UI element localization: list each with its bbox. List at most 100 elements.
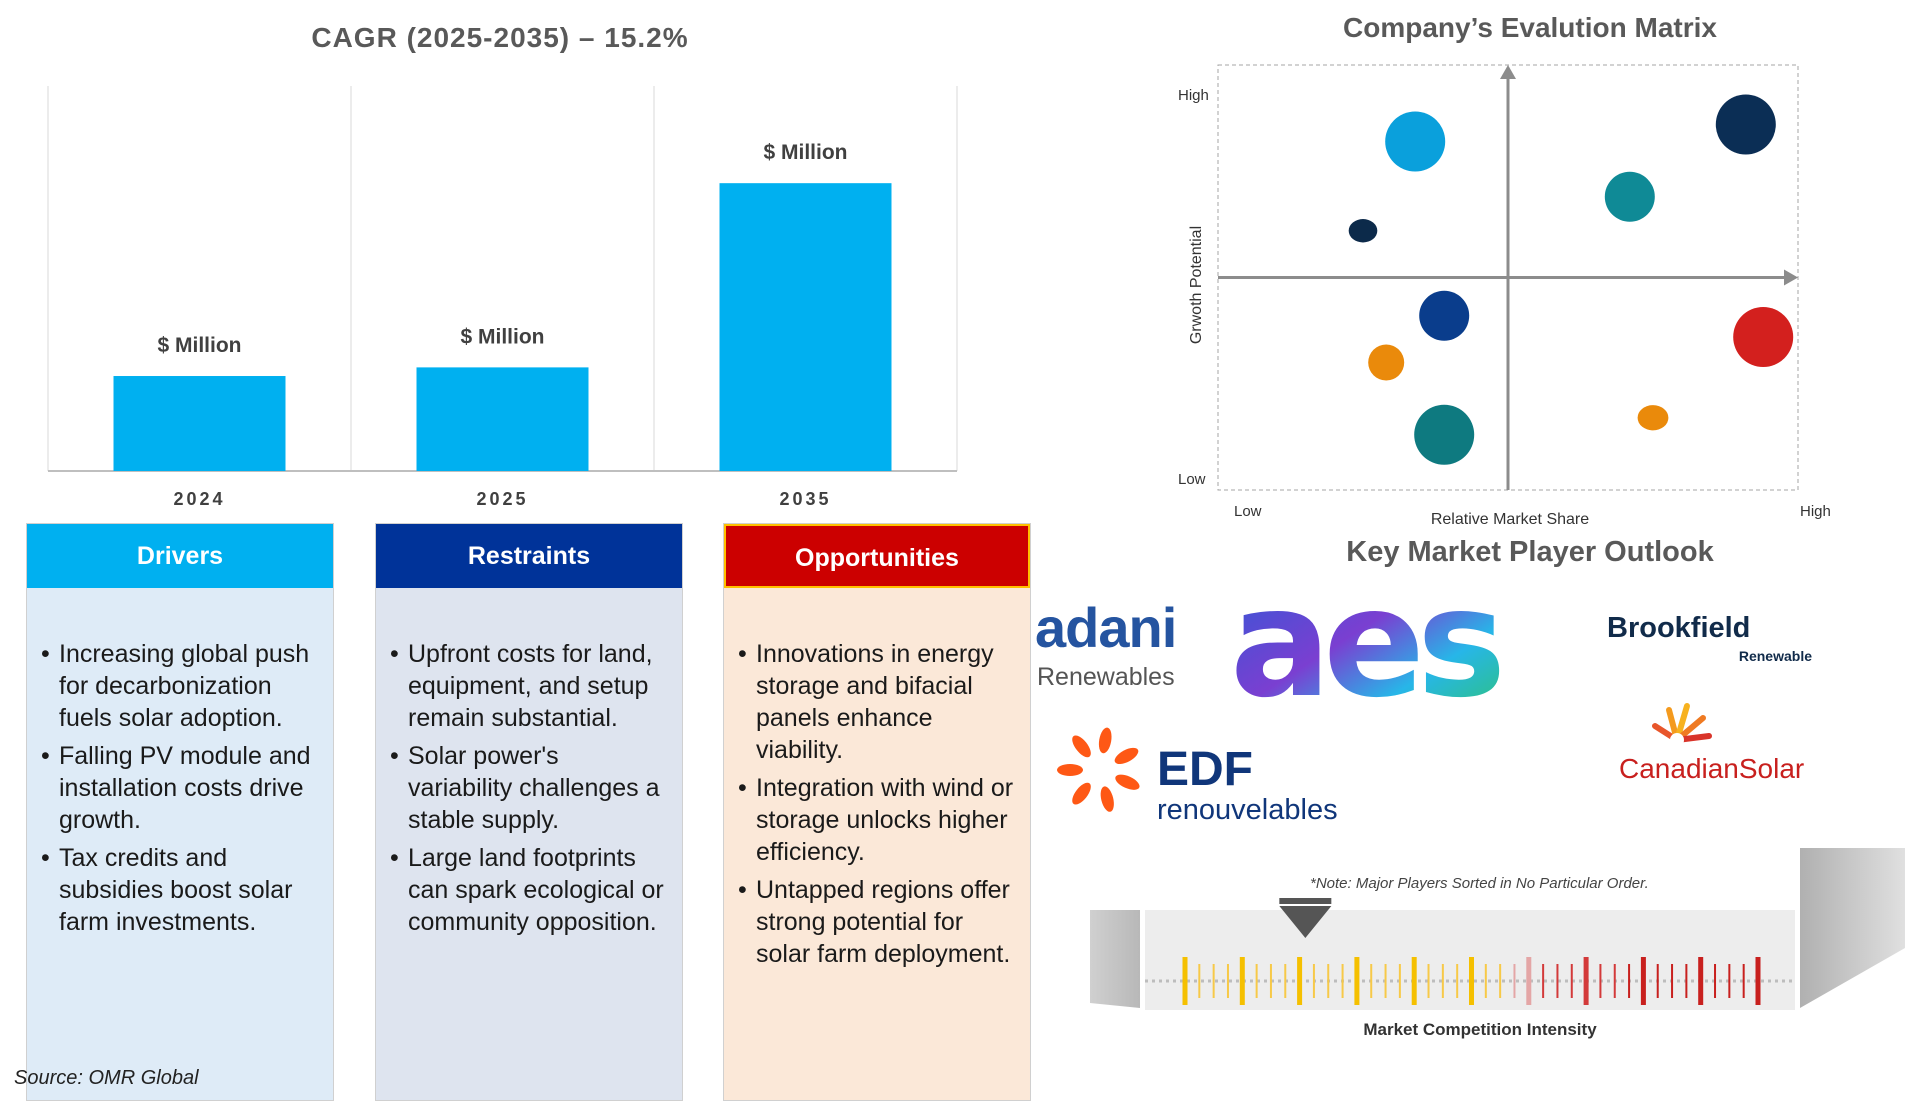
brookfield-logo-name: Brookfield bbox=[1607, 612, 1750, 644]
gauge-tick bbox=[1297, 957, 1303, 1005]
gauge-tick bbox=[1628, 964, 1631, 998]
brookfield-logo-sub: Renewable bbox=[1739, 648, 1812, 664]
opportunities-item: Innovations in energy storage and bifaci… bbox=[738, 638, 1016, 766]
gauge-tick bbox=[1698, 957, 1704, 1005]
drivers-card: Drivers Increasing global push for decar… bbox=[26, 523, 334, 1101]
company-bubble bbox=[1414, 404, 1475, 465]
restraints-item: Solar power's variability challenges a s… bbox=[390, 740, 668, 836]
restraints-item: Upfront costs for land, equipment, and s… bbox=[390, 638, 668, 734]
brookfield-logo: Brookfield Renewable bbox=[1607, 612, 1812, 664]
gauge-pointer-bar bbox=[1279, 898, 1332, 904]
gauge-tick bbox=[1583, 957, 1589, 1005]
edf-flower-icon bbox=[1057, 727, 1140, 812]
opportunities-title: Opportunities bbox=[724, 524, 1030, 588]
company-bubble bbox=[1368, 344, 1405, 381]
intensity-label: Market Competition Intensity bbox=[1363, 1020, 1597, 1039]
aes-logo: aes bbox=[1230, 575, 1508, 731]
gauge-tick bbox=[1599, 964, 1602, 998]
restraints-title: Restraints bbox=[376, 524, 682, 588]
bar-data-label: $ Million bbox=[158, 334, 242, 357]
gauge-tick bbox=[1526, 957, 1532, 1005]
gauge-tick bbox=[1542, 964, 1545, 998]
edf-logo-name: EDF bbox=[1157, 743, 1253, 796]
adani-logo-name: adani bbox=[1035, 596, 1176, 659]
gauge-tick bbox=[1656, 964, 1659, 998]
bar-data-label: $ Million bbox=[461, 325, 545, 348]
gauge-tick bbox=[1182, 957, 1188, 1005]
gauge-tick bbox=[1255, 964, 1258, 998]
company-bubble bbox=[1604, 171, 1655, 222]
gauge-tick bbox=[1742, 964, 1745, 998]
gauge-tick bbox=[1484, 964, 1487, 998]
gauge-tick bbox=[1226, 964, 1229, 998]
x-tick-label: 2024 bbox=[173, 489, 225, 509]
x-axis-arrow-icon bbox=[1784, 269, 1798, 286]
adani-logo: adani Renewables bbox=[1035, 596, 1177, 691]
gauge-right-cap bbox=[1800, 848, 1905, 1008]
gauge-tick bbox=[1456, 964, 1459, 998]
matrix-title: Company’s Evalution Matrix bbox=[1343, 12, 1717, 43]
gauge-ticks bbox=[1182, 957, 1761, 1005]
edf-logo: EDF renouvelables bbox=[1057, 727, 1338, 826]
x-tick-label: 2035 bbox=[779, 489, 831, 509]
edf-logo-sub: renouvelables bbox=[1157, 794, 1338, 826]
y-axis-label: Grwoth Potential bbox=[1188, 226, 1205, 344]
gauge-tick bbox=[1499, 964, 1502, 998]
y-axis-arrow-icon bbox=[1500, 65, 1516, 79]
gauge-tick bbox=[1755, 957, 1761, 1005]
gauge-tick bbox=[1728, 964, 1731, 998]
gauge-tick bbox=[1427, 964, 1430, 998]
bar-2035 bbox=[719, 183, 892, 471]
gauge-tick bbox=[1198, 964, 1201, 998]
company-bubble bbox=[1419, 290, 1470, 341]
gauge-pointer-icon bbox=[1279, 898, 1332, 938]
company-bubble bbox=[1637, 405, 1669, 431]
drivers-title: Drivers bbox=[27, 524, 333, 588]
gauge-tick bbox=[1284, 964, 1287, 998]
restraints-list: Upfront costs for land, equipment, and s… bbox=[376, 588, 682, 938]
restraints-card: Restraints Upfront costs for land, equip… bbox=[375, 523, 683, 1101]
gauge-tick bbox=[1685, 964, 1688, 998]
x-low-label: Low bbox=[1234, 503, 1262, 520]
x-tick-label: 2025 bbox=[476, 489, 528, 509]
gauge-tick bbox=[1312, 964, 1315, 998]
gauge-left-cap bbox=[1090, 910, 1140, 1008]
restraints-item: Large land footprints can spark ecologic… bbox=[390, 842, 668, 938]
gauge-tick bbox=[1354, 957, 1360, 1005]
opportunities-item: Untapped regions offer strong potential … bbox=[738, 874, 1016, 970]
opportunities-item: Integration with wind or storage unlocks… bbox=[738, 772, 1016, 868]
source-note: Source: OMR Global bbox=[14, 1067, 199, 1089]
canadian-solar-logo-name: CanadianSolar bbox=[1619, 753, 1804, 784]
x-axis-label: Relative Market Share bbox=[1431, 511, 1589, 528]
opportunities-list: Innovations in energy storage and bifaci… bbox=[724, 588, 1030, 970]
sun-icon bbox=[1652, 703, 1712, 747]
matrix-plot-area bbox=[1217, 64, 1799, 491]
drivers-item: Falling PV module and installation costs… bbox=[41, 740, 319, 836]
gauge-tick bbox=[1570, 964, 1573, 998]
aes-logo-name: aes bbox=[1230, 575, 1500, 731]
player-logos: adani Renewables aes Brookfield Renewabl… bbox=[1035, 575, 1812, 826]
bar-chart-title: CAGR (2025-2035) – 15.2% bbox=[311, 22, 689, 53]
evaluation-matrix: High Low Grwoth Potential Low Relative M… bbox=[1178, 64, 1831, 528]
gauge-tick bbox=[1269, 964, 1272, 998]
company-bubble bbox=[1733, 307, 1794, 367]
gauge-tick bbox=[1411, 957, 1417, 1005]
gauge-pointer-head bbox=[1279, 906, 1332, 938]
bar-2024 bbox=[113, 376, 286, 471]
drivers-item: Increasing global push for decarbonizati… bbox=[41, 638, 319, 734]
gauge-tick bbox=[1469, 957, 1474, 1005]
y-low-label: Low bbox=[1178, 471, 1206, 488]
gauge-tick bbox=[1714, 964, 1717, 998]
gauge-tick bbox=[1398, 964, 1401, 998]
gauge-tick bbox=[1513, 964, 1516, 998]
players-note: *Note: Major Players Sorted in No Partic… bbox=[1310, 875, 1649, 892]
gauge-tick bbox=[1239, 957, 1245, 1005]
gauge-tick bbox=[1640, 957, 1646, 1005]
gauge-tick bbox=[1671, 964, 1674, 998]
drivers-item: Tax credits and subsidies boost solar fa… bbox=[41, 842, 319, 938]
canadian-solar-logo: CanadianSolar bbox=[1619, 703, 1804, 784]
competition-intensity-gauge: Market Competition Intensity bbox=[1090, 848, 1905, 1039]
y-high-label: High bbox=[1178, 87, 1209, 104]
drivers-list: Increasing global push for decarbonizati… bbox=[27, 588, 333, 938]
